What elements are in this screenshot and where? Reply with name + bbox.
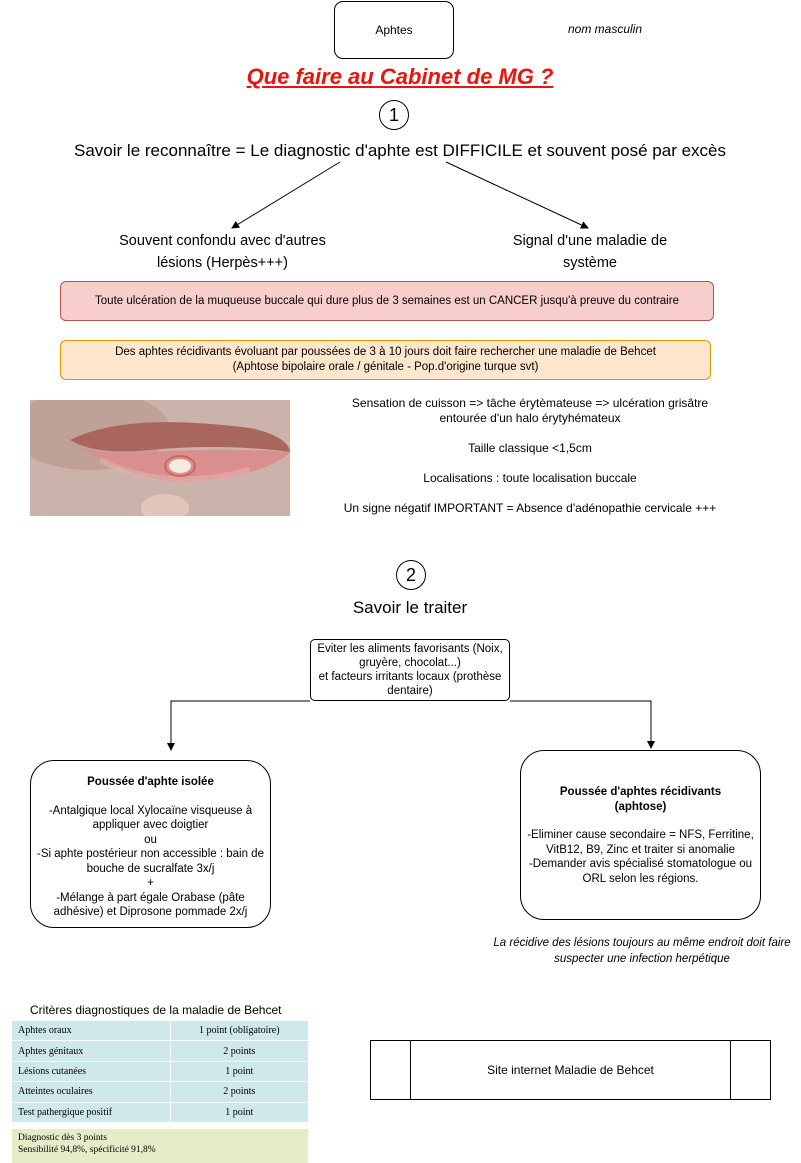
criteria-footer-line1: Diagnostic dès 3 points	[18, 1133, 107, 1143]
term-box: Aphtes	[334, 1, 454, 59]
branch-right-line1: Signal d'une maladie de	[512, 233, 668, 249]
recurrent-line: VitB12, B9, Zinc et traiter si anomalie	[546, 843, 735, 856]
step-2-number: 2	[405, 564, 416, 585]
isolated-line: bouche de sucralfate 3x/j	[86, 862, 215, 875]
gender-label: nom masculin	[567, 22, 643, 36]
prevention-line3: et facteurs irritants locaux (prothèse	[318, 671, 502, 683]
isolated-line: appliquer avec doigtier	[92, 819, 209, 831]
criteria-title: Critères diagnostiques de la maladie de …	[30, 1003, 282, 1017]
criteria-footer-line2: Sensibilité 94,8%, spécificité 91,8%	[18, 1145, 156, 1155]
recurrent-line: -Demander avis spécialisé stomatologue o…	[528, 858, 753, 870]
prevention-line1: Eviter les aliments favorisants (Noix,	[317, 643, 503, 655]
behcet-alert: Des aphtes récidivants évoluant par pous…	[60, 340, 711, 380]
criteria-points: 2 points	[169, 1040, 308, 1062]
behcet-website-link[interactable]: Site internet Maladie de Behcet	[370, 1040, 771, 1100]
criteria-label: Lésions cutanées	[12, 1061, 171, 1083]
aphthous-ulcer-photo	[30, 400, 290, 516]
website-link-label[interactable]: Site internet Maladie de Behcet	[487, 1063, 654, 1077]
branch-left-line2: lésions (Herpès+++)	[157, 255, 288, 271]
page-title: Que faire au Cabinet de MG ?	[246, 64, 554, 89]
desc-location: Localisations : toute localisation bucca…	[423, 471, 637, 485]
isolated-line: -Antalgique local Xylocaïne visqueuse à	[48, 804, 253, 817]
lesion-description: Sensation de cuisson => tâche érytèmateu…	[320, 396, 740, 531]
desc-line1b: entourée d'un halo érytyhémateux	[439, 411, 621, 425]
cancer-alert: Toute ulcération de la muqueuse buccale …	[60, 281, 714, 321]
recurrent-aphthae-box: Poussée d'aphtes récidivants (aphtose) -…	[520, 750, 761, 920]
criteria-points: 2 points	[169, 1081, 308, 1103]
behcet-alert-line2: (Aphtose bipolaire orale / génitale - Po…	[232, 361, 539, 373]
isolated-aphtha-box: Poussée d'aphte isolée -Antalgique local…	[30, 760, 271, 928]
divider	[410, 1041, 411, 1099]
branch-left: Souvent confondu avec d'autres lésions (…	[90, 230, 355, 274]
recurrent-line: -Eliminer cause secondaire = NFS, Ferrit…	[527, 829, 754, 841]
isolated-line: +	[147, 877, 154, 889]
term-label: Aphtes	[375, 23, 413, 37]
herpes-note: La récidive des lésions toujours au même…	[482, 935, 801, 967]
criteria-points: 1 point	[169, 1061, 308, 1083]
isolated-line: -Si aphte postérieur non accessible : ba…	[37, 848, 264, 860]
isolated-line: -Mélange à part égale Orabase (pâte	[56, 891, 245, 904]
desc-line1a: Sensation de cuisson => tâche érytèmateu…	[351, 396, 709, 410]
herpes-note-line1: La récidive des lésions toujours au même…	[493, 937, 791, 949]
criteria-footer: Diagnostic dès 3 points Sensibilité 94,8…	[12, 1129, 308, 1163]
arrow-to-right-branch	[445, 161, 589, 229]
divider	[730, 1041, 731, 1099]
criteria-points: 1 point (obligatoire)	[169, 1021, 308, 1042]
prevention-line2: gruyère, chocolat...)	[359, 657, 461, 669]
desc-size: Taille classique <1,5cm	[468, 441, 592, 455]
lip-illustration	[30, 400, 290, 516]
criteria-points: 1 point	[169, 1102, 308, 1123]
arrow-to-right-box	[510, 700, 655, 749]
recurrent-title-line2: (aphtose)	[614, 800, 667, 813]
desc-negative-sign: Un signe négatif IMPORTANT = Absence d'a…	[343, 501, 717, 515]
isolated-line: adhésive) et Diprosone pommade 2x/j	[53, 906, 248, 918]
criteria-label: Aphtes génitaux	[12, 1040, 171, 1062]
step-2-circle: 2	[396, 560, 426, 590]
recurrent-title-line1: Poussée d'aphtes récidivants	[559, 786, 722, 798]
arrow-to-left-branch	[231, 161, 341, 229]
branch-left-line1: Souvent confondu avec d'autres	[119, 233, 326, 249]
herpes-note-line2: suspecter une infection herpétique	[554, 953, 730, 965]
step-1-circle: 1	[379, 100, 409, 130]
isolated-aphtha-title: Poussée d'aphte isolée	[87, 776, 214, 788]
prevention-line4: dentaire)	[387, 685, 433, 697]
prevention-box: Eviter les aliments favorisants (Noix, g…	[310, 639, 510, 701]
criteria-label: Aphtes oraux	[12, 1021, 171, 1042]
branch-right: Signal d'une maladie de système	[480, 230, 700, 274]
recurrent-line: ORL selon les régions.	[582, 872, 699, 885]
isolated-line: ou	[144, 833, 157, 846]
step-2-heading: Savoir le traiter	[352, 598, 468, 617]
step-1-number: 1	[388, 104, 399, 125]
criteria-label: Atteintes oculaires	[12, 1081, 171, 1103]
branch-right-line2: système	[563, 255, 617, 271]
criteria-label: Test pathergique positif	[12, 1102, 171, 1123]
arrow-to-left-box	[167, 700, 310, 751]
cancer-alert-text: Toute ulcération de la muqueuse buccale …	[95, 294, 679, 307]
step-1-heading: Savoir le reconnaître = Le diagnostic d'…	[74, 141, 726, 160]
behcet-alert-line1: Des aphtes récidivants évoluant par pous…	[115, 346, 656, 358]
